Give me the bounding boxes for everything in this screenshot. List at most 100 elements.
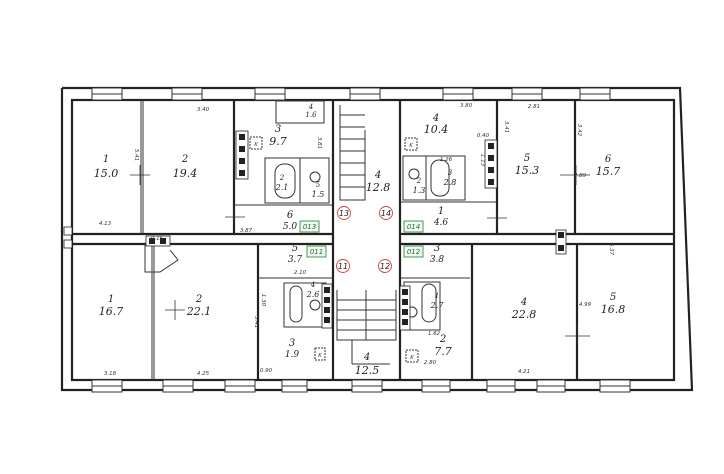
room-area: 22.8 — [511, 308, 537, 321]
room-area: 12.5 — [355, 364, 380, 377]
dimension-label: 3.42 — [576, 124, 582, 137]
dimension-label: 4.99 — [579, 302, 592, 308]
room-number: 4 — [310, 281, 315, 289]
dimension-label: 1.30 — [260, 294, 266, 307]
room-area: 15.3 — [515, 164, 540, 177]
dimension-label: 1.13 — [479, 154, 485, 167]
room-area: 15.7 — [596, 165, 621, 178]
dimension-labels: 3.40 5.41 4.13 3.87 3.81 0.15 3.80 2.81 … — [99, 103, 614, 377]
room-area: 5.0 — [283, 222, 298, 232]
svg-text:011: 011 — [310, 248, 323, 256]
kitchen-mark: K — [410, 355, 414, 361]
circled-number-13: 13 — [337, 206, 351, 220]
room-area: 9.7 — [269, 135, 287, 148]
apartment-tag-012: 012 — [403, 245, 424, 258]
room-number: 5 — [292, 243, 298, 254]
room-number: 2 — [439, 334, 446, 345]
dimension-label: 3.87 — [240, 228, 253, 234]
room-number: 3 — [448, 169, 453, 177]
room-number: 2 — [279, 174, 285, 182]
room-number: 1 — [108, 294, 114, 305]
dimension-label: 2.81 — [528, 104, 540, 110]
dimension-label: 4.13 — [99, 221, 112, 227]
kitchen-mark: K — [254, 142, 258, 148]
room-number: 5 — [524, 153, 530, 164]
svg-text:013: 013 — [303, 223, 316, 231]
circled-number-14: 14 — [379, 206, 393, 220]
kitchen-mark: K — [318, 353, 322, 359]
room-area: 16.7 — [99, 305, 124, 318]
dimension-label: 0.15 — [151, 236, 164, 242]
dimension-label: 0.90 — [260, 368, 273, 374]
kitchen-mark: K — [409, 143, 413, 149]
dimension-label: 5.41 — [253, 316, 259, 328]
circled-number-12: 12 — [378, 259, 392, 273]
room-area: 2.1 — [275, 183, 289, 192]
dimension-label: 2.10 — [294, 270, 307, 276]
svg-text:14: 14 — [381, 209, 391, 218]
room-number: 2 — [416, 177, 422, 185]
room-area: 3.7 — [288, 255, 303, 265]
svg-text:11: 11 — [338, 262, 348, 271]
room-area: 1.6 — [305, 111, 317, 119]
kitchen-marks: K K K K — [249, 136, 419, 363]
room-area: 4.6 — [433, 218, 449, 228]
room-number: 4 — [374, 170, 381, 181]
room-area: 16.8 — [601, 303, 626, 316]
room-area: 2.8 — [443, 178, 457, 187]
circled-number-11: 11 — [336, 259, 350, 273]
dimension-label: 1.62 — [428, 331, 441, 337]
room-number: 3 — [289, 338, 295, 349]
apartment-tag-011: 011 — [306, 245, 327, 258]
room-area: 1.3 — [413, 186, 426, 195]
apartment-tag-014: 014 — [403, 220, 424, 233]
dimension-label: 2.80 — [424, 360, 437, 366]
dimension-label: 3.81 — [316, 137, 322, 149]
dimension-label: 0.40 — [477, 133, 490, 139]
room-number: 4 — [432, 113, 439, 124]
room-area: 22.1 — [186, 305, 212, 318]
staircase-bottom — [336, 290, 397, 365]
room-area: 7.7 — [434, 345, 452, 358]
room-number: 5 — [316, 181, 321, 189]
room-number: 5 — [610, 292, 616, 303]
room-area: 3.8 — [430, 255, 445, 265]
dimension-label: 5.37 — [608, 243, 614, 256]
room-number: 4 — [308, 103, 313, 111]
dimension-label: 2.89 — [574, 173, 587, 179]
svg-text:012: 012 — [407, 248, 421, 256]
dimension-label: 3.41 — [503, 121, 509, 133]
room-area: 10.4 — [424, 123, 449, 136]
room-number: 3 — [434, 243, 440, 254]
windows — [91, 87, 631, 393]
dimension-label: 5.41 — [133, 149, 139, 161]
staircase-top — [339, 105, 366, 201]
vent-shafts — [63, 130, 567, 331]
room-area: 1.9 — [285, 350, 300, 360]
room-area: 12.8 — [366, 181, 391, 194]
room-labels: 1 15.0 2 19.4 3 9.7 4 1.6 2 2.1 5 1.5 6 … — [94, 103, 626, 377]
dimension-label: 3.40 — [197, 107, 210, 113]
room-area: 2.6 — [306, 290, 320, 299]
room-number: 1 — [438, 206, 444, 217]
dimension-label: 3.18 — [104, 371, 117, 377]
svg-text:12: 12 — [380, 262, 390, 271]
room-number: 4 — [520, 297, 527, 308]
room-number: 1 — [435, 292, 439, 300]
room-number: 1 — [103, 154, 109, 165]
svg-text:014: 014 — [407, 223, 420, 231]
room-number: 4 — [363, 352, 370, 363]
room-number: 6 — [287, 210, 294, 221]
room-area: 15.0 — [94, 167, 119, 180]
room-number: 2 — [195, 294, 202, 305]
dimension-label: 3.80 — [460, 103, 473, 109]
svg-text:13: 13 — [339, 209, 349, 218]
room-area: 1.5 — [312, 190, 325, 199]
room-number: 2 — [181, 154, 188, 165]
room-number: 3 — [275, 124, 281, 135]
dimension-label: 1.26 — [440, 157, 453, 163]
dimension-label: 4.25 — [197, 371, 210, 377]
room-number: 6 — [605, 154, 612, 165]
room-area: 19.4 — [173, 167, 198, 180]
